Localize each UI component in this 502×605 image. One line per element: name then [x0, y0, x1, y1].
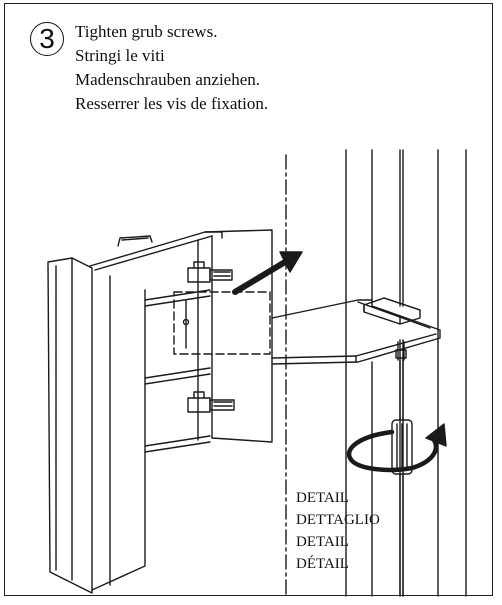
instruction-fr: Resserrer les vis de fixation.: [75, 94, 269, 113]
shelf-drawing: [271, 297, 441, 365]
hinge-bottom-drawing: [187, 391, 235, 413]
detail-label-list: DETAIL DETTAGLIO DETAIL DÉTAIL: [296, 487, 380, 575]
detail-callout-box: [173, 291, 271, 355]
detail-label-de: DETAIL: [296, 534, 349, 550]
hinge-top-drawing: [187, 261, 233, 283]
instruction-list: Tighten grub screws. Stringi le viti Mad…: [75, 20, 268, 116]
detail-label-fr: DÉTAIL: [296, 556, 349, 572]
detail-label-en: DETAIL: [296, 490, 349, 506]
detail-arrow: [232, 251, 303, 295]
instruction-it: Stringi le viti: [75, 46, 165, 65]
screwdriver-drawing: [391, 341, 413, 597]
step-number: 3: [39, 23, 55, 54]
instruction-panel-frame: [4, 3, 493, 596]
instruction-de: Madenschrauben anziehen.: [75, 70, 261, 89]
detail-label-it: DETTAGLIO: [296, 512, 380, 528]
rotation-arrow: [346, 423, 447, 473]
instruction-en: Tighten grub screws.: [75, 22, 218, 41]
step-number-badge: 3: [30, 22, 64, 56]
mirror-cabinet-drawing: [47, 229, 273, 594]
